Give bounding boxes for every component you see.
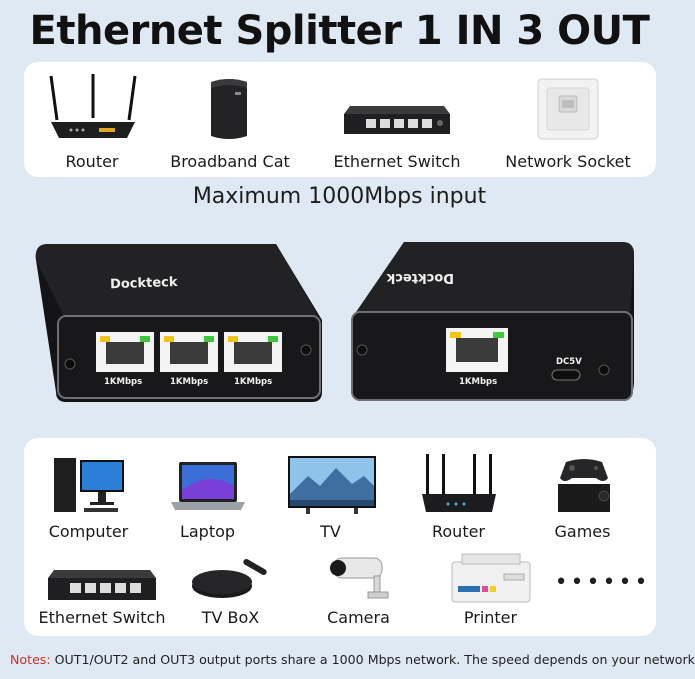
printer-icon [451,553,531,603]
router-icon [49,74,137,138]
splitter-input-side: Dockteck 1KMbps DC5V [351,242,634,401]
device-label: TV [320,522,341,541]
device-label: Computer [48,522,129,541]
page-title: Ethernet Splitter 1 IN 3 OUT [29,8,650,54]
network-socket-icon [537,78,599,140]
splitter-illustration: Dockteck 1KMbps 1KMbps 1KMbps Dockteck 1… [35,242,634,402]
brand-logo-back: Dockteck [386,270,454,285]
power-label: DC5V [556,357,582,367]
out-port-2-label: 1KMbps [170,377,208,387]
more-devices-indicator: •••••• [540,570,665,595]
output-devices-panel: Computer Laptop TV Router [24,438,656,636]
usb-c-power-port [551,369,581,381]
ethernet-switch-icon [48,570,156,600]
notes-text: Notes: OUT1/OUT2 and OUT3 output ports s… [10,652,695,667]
more-icon: •••••• [554,570,651,595]
source-label: Ethernet Switch [333,152,461,171]
out-port-3 [224,332,282,372]
splitter-output-side: Dockteck 1KMbps 1KMbps 1KMbps [35,244,322,402]
source-label: Broadband Cat [170,152,290,171]
notes-label: Notes: [10,652,51,667]
input-sources-panel: Router Broadband Cat Ethernet Switch Net [24,62,656,177]
device-label: Laptop [179,522,236,541]
out-port-2 [160,332,218,372]
tv-box-icon [192,559,267,598]
device-label: Games [554,522,611,541]
notes-body: OUT1/OUT2 and OUT3 output ports share a … [54,652,695,667]
out-port-1-label: 1KMbps [104,377,142,387]
tv-icon [288,456,376,514]
source-label: Network Socket [505,152,631,171]
in-port-label: 1KMbps [459,377,497,387]
device-label: Camera [327,608,390,627]
device-label: TV BoX [201,608,260,627]
router-icon [422,454,496,512]
max-input-caption: Maximum 1000Mbps input [192,184,487,209]
laptop-icon [171,462,245,510]
broadband-cat-icon [211,79,247,139]
out-port-3-label: 1KMbps [234,377,272,387]
brand-logo-front: Dockteck [110,275,178,292]
security-camera-icon [330,557,389,599]
device-label: Printer [463,608,518,627]
device-label: Router [431,522,486,541]
in-port [446,328,508,372]
ethernet-switch-icon [344,106,450,134]
computer-icon [54,458,124,512]
game-console-icon [558,459,610,512]
out-port-1 [96,332,154,372]
device-label: Ethernet Switch [38,608,166,627]
source-label: Router [65,152,119,171]
